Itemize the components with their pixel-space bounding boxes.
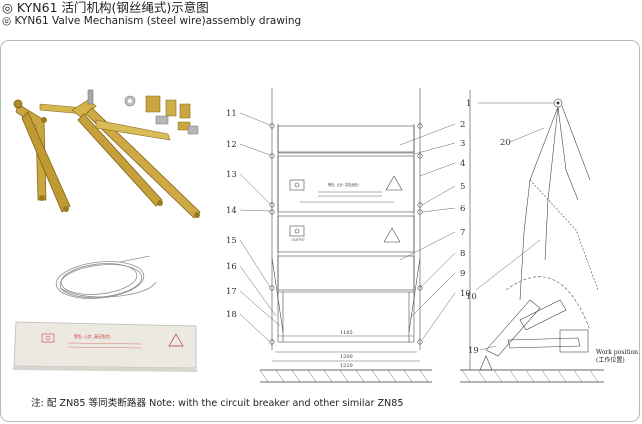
callout-4: 4 — [460, 159, 465, 169]
callout-14: 14 — [226, 206, 237, 216]
hinge-mechanism-photo — [13, 89, 201, 219]
callout-11: 11 — [226, 109, 237, 119]
steel-wire-coil-photo — [55, 255, 157, 299]
footnote: 注: 配 ZN85 等同类断路器 Note: with the circuit … — [31, 398, 404, 409]
callout-13: 13 — [226, 170, 237, 180]
upper-plate-warning: 警告: 止步, 高压危险! — [328, 182, 359, 187]
callout-12: 12 — [226, 140, 237, 150]
side-callout-leaders — [475, 102, 554, 351]
page-title-chinese: ◎ KYN61 活门机构(钢丝绳式)示意图 — [2, 0, 209, 15]
callout-3: 3 — [460, 139, 465, 149]
work-position-label: Work position — [596, 349, 638, 356]
callout-10: 10 — [460, 289, 471, 299]
dimension-1220: 1220 — [340, 363, 353, 369]
dimension-1185: 1185 — [340, 330, 353, 336]
callout-7: 7 — [460, 228, 465, 238]
callout-16: 16 — [226, 262, 237, 272]
callout-15: 15 — [226, 236, 237, 246]
dimension-1200: 1200 — [340, 354, 353, 360]
callout-20: 20 — [500, 138, 511, 148]
right-callouts: 2 3 4 5 6 7 8 9 10 — [460, 120, 471, 299]
front-view-drawing — [259, 88, 432, 383]
callout-6: 6 — [460, 204, 465, 214]
lower-panel-label: OUTPUT — [292, 238, 305, 242]
left-callout-leaders — [239, 112, 281, 343]
callout-10-side: 10 — [466, 292, 477, 302]
right-callout-leaders — [399, 123, 456, 341]
shutter-plate-photo: 警告: 止步, 高压危险! — [12, 321, 198, 372]
callout-2: 2 — [460, 120, 465, 130]
callout-9: 9 — [460, 269, 465, 279]
side-view-drawing — [460, 90, 604, 383]
svg-text:警告: 止步, 高压危险!: 警告: 止步, 高压危险! — [74, 334, 111, 339]
callout-8: 8 — [460, 249, 465, 259]
callout-1: 1 — [466, 99, 471, 109]
page-title-english: ◎ KYN61 Valve Mechanism (steel wire)asse… — [2, 15, 302, 27]
callout-18: 18 — [226, 310, 237, 320]
callout-17: 17 — [226, 287, 237, 297]
callout-5: 5 — [460, 182, 465, 192]
left-callouts: 11 12 13 14 15 16 17 18 — [226, 109, 237, 320]
callout-19: 19 — [468, 346, 479, 356]
side-callouts: 1 20 19 10 — [466, 99, 511, 356]
work-position-label-zh: (工作位置) — [596, 356, 625, 364]
